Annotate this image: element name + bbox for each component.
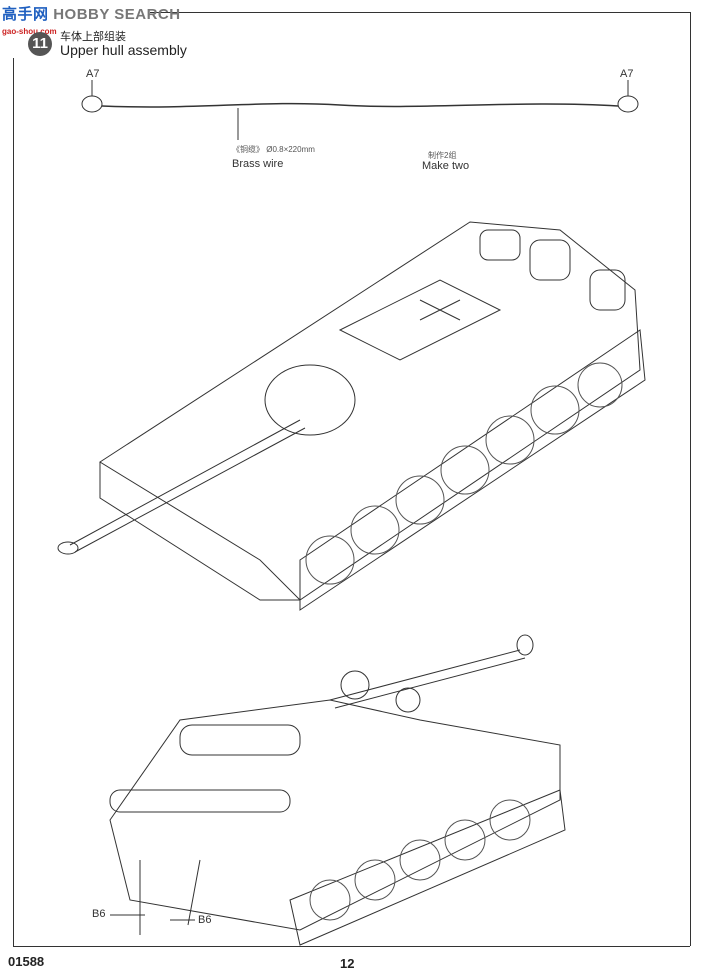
page-frame-top — [150, 12, 690, 13]
brass-wire-drawing — [81, 80, 639, 140]
part-label-a7-left: A7 — [86, 68, 100, 80]
tank-rear-view-drawing — [109, 634, 566, 946]
watermark-logo: 高手网 HOBBY SEARCH — [2, 3, 181, 24]
kit-number: 01588 — [8, 954, 45, 969]
wire-label: Brass wire — [232, 158, 284, 170]
step-title-cn: 车体上部组装 — [60, 31, 126, 43]
tank-top-view-drawing — [57, 221, 646, 611]
page-frame-right — [690, 12, 691, 946]
step-title-en: Upper hull assembly — [60, 42, 187, 58]
watermark-logo-text: 高手网 — [2, 6, 49, 23]
page-frame-left — [13, 58, 14, 946]
wire-spec: 《铜缆》 Ø0.8×220mm — [232, 145, 315, 154]
make-two-cn: 制作2组 — [428, 151, 457, 160]
make-two-en: Make two — [422, 160, 470, 172]
step-number-badge: 11 — [28, 32, 52, 56]
part-label-b6-left: B6 — [92, 908, 106, 920]
watermark-brand: HOBBY SEARCH — [53, 6, 181, 23]
watermark-site: gao-shou.com — [2, 27, 57, 36]
page-number: 12 — [340, 956, 355, 971]
part-label-b6-right: B6 — [198, 914, 212, 926]
page-frame-bottom — [13, 946, 690, 947]
part-label-a7-right: A7 — [620, 68, 634, 80]
